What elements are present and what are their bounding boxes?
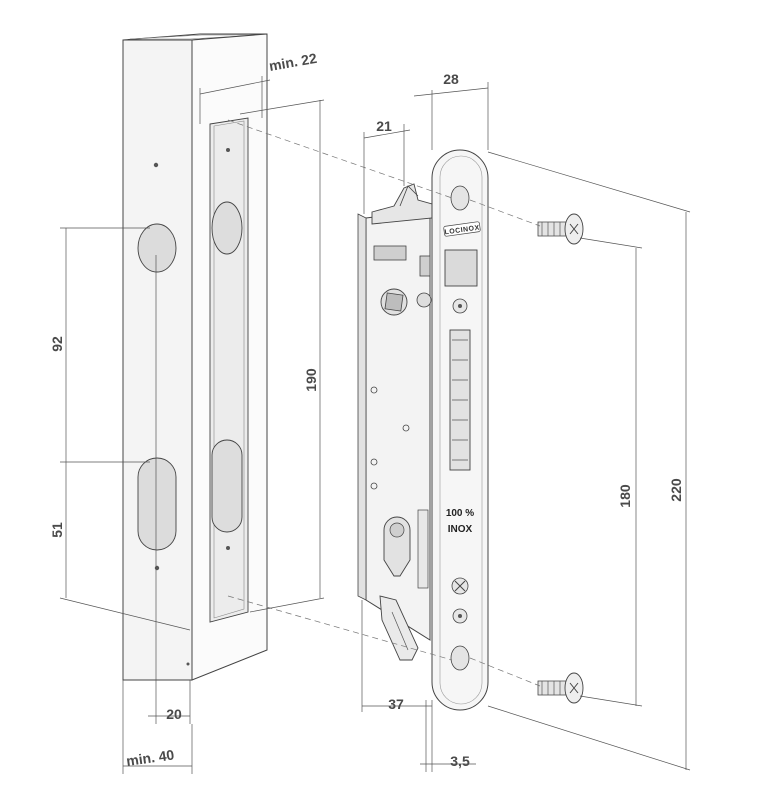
dimension-lines [59, 76, 691, 774]
screw-top [537, 213, 584, 245]
dim-20: 20 [166, 706, 182, 722]
dim-28: 28 [443, 71, 459, 87]
brand-label: LOCINOX [444, 225, 480, 237]
post-tube [122, 33, 268, 681]
screw-bottom [537, 672, 584, 704]
dim-21: 21 [376, 118, 392, 134]
material-line-2: INOX [448, 524, 473, 535]
dim-3-5: 3,5 [450, 753, 470, 769]
faceplate: LOCINOX 100 % INOX [431, 149, 489, 711]
dim-37: 37 [388, 696, 404, 712]
dim-92: 92 [49, 336, 65, 352]
dim-180: 180 [617, 484, 633, 508]
lock-case [357, 183, 433, 661]
dim-51: 51 [49, 522, 65, 538]
dim-220: 220 [668, 478, 684, 502]
alignment-lines [227, 119, 541, 687]
dim-min-22: min. 22 [268, 50, 318, 74]
dim-190: 190 [303, 368, 319, 392]
dim-min-40: min. 40 [125, 746, 175, 769]
material-line-1: 100 % [446, 508, 474, 519]
